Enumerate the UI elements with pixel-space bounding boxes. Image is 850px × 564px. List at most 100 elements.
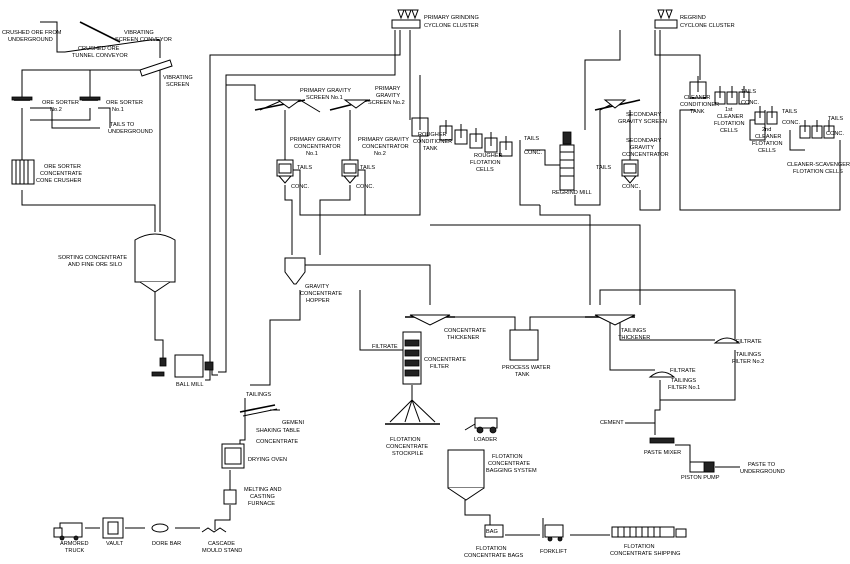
label-cascade-b: MOULD STAND: [202, 548, 242, 554]
label-tailings-thick-b: THICKENER: [618, 335, 650, 341]
first-cleaner-cells-icon: [714, 86, 750, 105]
label-conc-e: CONC.: [741, 100, 759, 106]
label-cleaner-scav-b: FLOTATION CELLS: [793, 169, 843, 175]
label-regrind-cyc: REGRIND: [680, 15, 706, 21]
label-pgc1: PRIMARY GRAVITY: [290, 137, 341, 143]
label-pgc2: PRIMARY GRAVITY: [358, 137, 409, 143]
label-sec-gs: SECONDARY: [626, 112, 662, 118]
label-tunnel-conveyor-b: TUNNEL CONVEYOR: [72, 53, 128, 59]
label-pgs2: PRIMARY: [375, 86, 401, 92]
label-melting: MELTING AND: [244, 487, 282, 493]
label-filtrate-a: FILTRATE: [372, 344, 398, 350]
label-flot-bags-b: CONCENTRATE BAGS: [464, 553, 524, 559]
label-regrind-cyc-b: CYCLONE CLUSTER: [680, 23, 735, 29]
label-tailings-thick: TAILINGS: [621, 328, 646, 334]
label-vib-screen: VIBRATING: [163, 75, 193, 81]
label-tails-a: TAILS: [297, 165, 312, 171]
label-silo-b: AND FINE ORE SILO: [68, 262, 123, 268]
label-tails-c: TAILS: [524, 136, 539, 142]
label-tails-ug-b: UNDERGROUND: [108, 129, 153, 135]
vibrating-screen-icon: [139, 59, 173, 77]
label-conc-g: CONC.: [826, 131, 844, 137]
label-crushed-ore-b: UNDERGROUND: [8, 37, 53, 43]
label-tunnel-conveyor: CRUSHED ORE: [78, 46, 120, 52]
label-cement: CEMENT: [600, 420, 624, 426]
label-flot-bags: FLOTATION: [476, 546, 507, 552]
label-conc-d: CONC.: [622, 184, 640, 190]
ore-silo-icon: [134, 233, 176, 293]
ball-mill-icon: [151, 354, 214, 378]
label-cleaner-scav: CLEANER-SCAVENGER: [787, 162, 850, 168]
label-cleaner2-b: CLEANER: [755, 134, 781, 140]
label-rougher-cells-b: FLOTATION: [470, 160, 501, 166]
ore-sorter-1-icon: [79, 96, 101, 101]
label-rougher-cond-b: CONDITIONER: [413, 139, 452, 145]
primary-gravity-screen-2-icon: [343, 99, 369, 109]
label-rougher-cond: ROUGHER: [418, 132, 447, 138]
label-flot-stockpile: FLOTATION: [390, 437, 421, 443]
concentrate-thickener-icon: [409, 314, 451, 326]
cleaner-scavenger-cells-icon: [799, 120, 835, 139]
bagging-system-icon: [447, 449, 485, 501]
label-cone-crusher: ORE SORTER: [44, 164, 81, 170]
piston-pump-icon: [689, 461, 715, 473]
label-cone-crusher-b: CONCENTRATE: [40, 171, 82, 177]
cone-crusher-icon: [11, 159, 35, 185]
label-process-water: PROCESS WATER: [502, 365, 550, 371]
label-conc-c: CONC.: [524, 150, 542, 156]
label-cascade: CASCADE: [208, 541, 235, 547]
label-sec-gc-b: GRAVITY: [630, 145, 654, 151]
primary-gravity-screen-1-icon: [276, 99, 302, 109]
gravity-concentrate-hopper-icon: [284, 257, 306, 285]
label-vault: VAULT: [106, 541, 124, 547]
label-gemeni-b: SHAKING TABLE: [256, 428, 300, 434]
label-cleaner1-d: CELLS: [720, 128, 738, 134]
label-cleaner2: 2nd: [762, 127, 771, 133]
label-tailings-filter-1: TAILINGS: [671, 378, 696, 384]
label-paste-ug-b: UNDERGROUND: [740, 469, 785, 475]
label-crushed-ore: CRUSHED ORE FROM: [2, 30, 62, 36]
label-rougher-cond-c: TANK: [423, 146, 438, 152]
label-ore-sorter-2: ORE SORTER: [42, 100, 79, 106]
label-tailings-filter-1-b: FILTER No.1: [668, 385, 700, 391]
label-cone-crusher-c: CONE CRUSHER: [36, 178, 81, 184]
shipping-truck-icon: [611, 526, 687, 538]
label-vib-screen-b: SCREEN: [166, 82, 189, 88]
label-cleaner1-c: FLOTATION: [714, 121, 745, 127]
label-tails-g: TAILS: [828, 116, 843, 122]
label-armored-b: TRUCK: [65, 548, 85, 554]
rougher-flotation-cells-icon: [439, 120, 513, 157]
label-gch-c: HOPPER: [306, 298, 330, 304]
label-pgc1-b: CONCENTRATOR: [294, 144, 341, 150]
label-cleaner1: 1st: [725, 107, 733, 113]
armored-truck-icon: [53, 522, 83, 541]
secondary-gravity-concentrator-icon: [621, 159, 639, 184]
label-cleaner-cond: CLEANER: [684, 95, 710, 101]
label-filtrate-b: FILTRATE: [736, 339, 762, 345]
label-tails-ug: TAILS TO: [110, 122, 135, 128]
label-pgc1-c: No.1: [306, 151, 318, 157]
paste-mixer-icon: [649, 437, 675, 444]
label-sec-gs-b: GRAVITY SCREEN: [618, 119, 667, 125]
label-cleaner-cond-c: TANK: [690, 109, 705, 115]
label-flot-ship: FLOTATION: [624, 544, 655, 550]
label-silo: SORTING CONCENTRATE: [58, 255, 127, 261]
second-cleaner-cells-icon: [754, 106, 778, 125]
equipment: [11, 9, 835, 542]
label-loader: LOADER: [474, 437, 497, 443]
label-gch-b: CONCENTRATE: [300, 291, 342, 297]
label-tailings-filter-2-b: FILTER No.2: [732, 359, 764, 365]
label-bagging: FLOTATION: [492, 454, 523, 460]
primary-gravity-concentrator-2-icon: [341, 159, 359, 184]
label-conc-f: CONC.: [782, 120, 800, 126]
secondary-gravity-screen-icon: [603, 99, 627, 109]
labels: CRUSHED ORE FROM UNDERGROUND CRUSHED ORE…: [2, 15, 850, 559]
label-vib-conveyor: VIBRATING: [124, 30, 154, 36]
label-conc-b: CONC.: [356, 184, 374, 190]
furnace-icon: [223, 489, 237, 505]
label-armored: ARMORED: [60, 541, 89, 547]
forklift-icon: [542, 518, 564, 542]
label-sec-gc: SECONDARY: [626, 138, 662, 144]
label-conc-filter-b: FILTER: [430, 364, 449, 370]
